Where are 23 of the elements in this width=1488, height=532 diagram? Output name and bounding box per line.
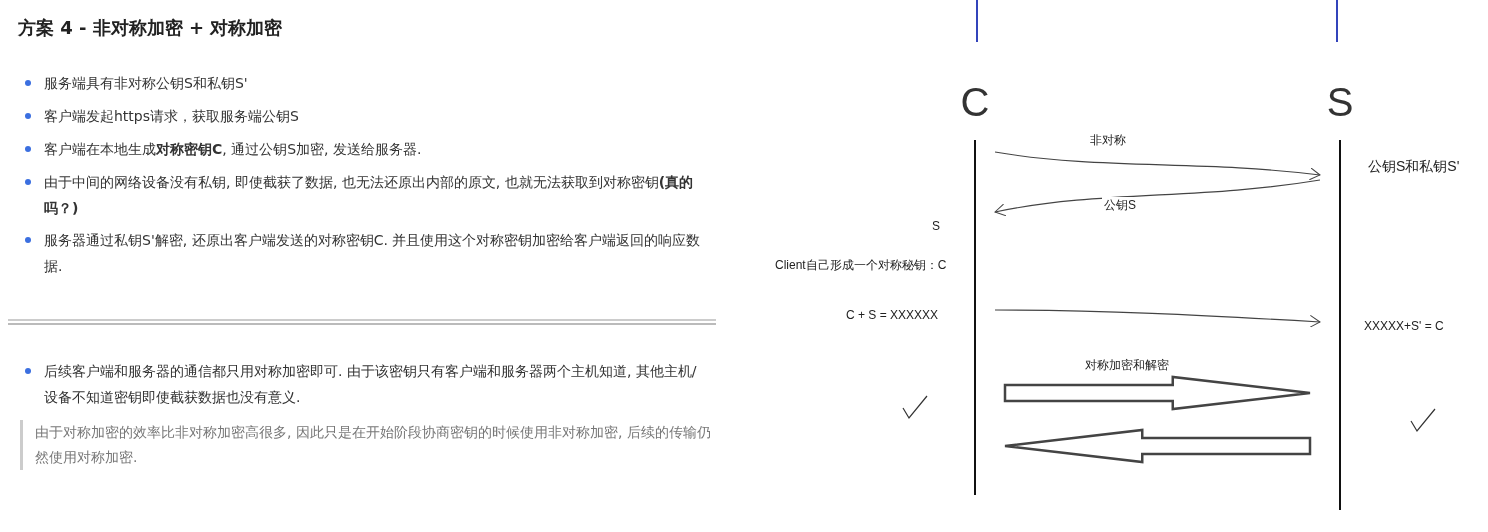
bullet-text: 后续客户端和服务器的通信都只用对称加密即可. 由于该密钥只有客户端和服务器两个主机知道, 其他主机/设备不知道密钥即使截获数据也没有意义. [44, 362, 698, 407]
heading: 方案 4 - 非对称加密 + 对称加密 [18, 16, 283, 40]
handwritten-note: S [932, 219, 940, 233]
quote-text: 由于对称加密的效率比非对称加密高很多, 因此只是在开始阶段协商密钥的时候使用非对称加密, 后续的传输仍然使用对称加密. [20, 420, 715, 470]
edge-label: 对称加密和解密 [1083, 357, 1171, 374]
edge-label: 公钥S [1102, 197, 1138, 214]
participant-letter: S [1325, 80, 1355, 125]
block-arrow [1003, 428, 1312, 464]
handwritten-note: XXXXX+S' = C [1364, 319, 1444, 333]
handwritten-note: 公钥S和私钥S' [1368, 158, 1460, 176]
arrow [994, 151, 1321, 181]
bullet-text: 由于中间的网络设备没有私钥, 即使截获了数据, 也无法还原出内部的原文, 也就无法获取到对称密钥(真的吗？) [44, 173, 695, 218]
participant-letter: C [959, 80, 991, 125]
bullet-text: 客户端在本地生成对称密钥C, 通过公钥S加密, 发送给服务器. [44, 140, 423, 159]
handwritten-note: Client自己形成一个对称秘钥：C [775, 257, 947, 274]
arrow [994, 309, 1321, 328]
block-arrow [1003, 375, 1312, 411]
bullet-text: 客户端发起https请求，获取服务端公钥S [44, 107, 300, 126]
bullet-text: 服务器通过私钥S'解密, 还原出客户端发送的对称密钥C. 并且使用这个对称密钥加密给客户端返回的响应数据. [44, 231, 702, 276]
bullet-text: 服务端具有非对称公钥S和私钥S' [44, 74, 249, 93]
edge-label: 非对称 [1088, 132, 1128, 149]
arrow [994, 179, 1321, 217]
handwritten-note: C + S = XXXXXX [846, 308, 939, 322]
